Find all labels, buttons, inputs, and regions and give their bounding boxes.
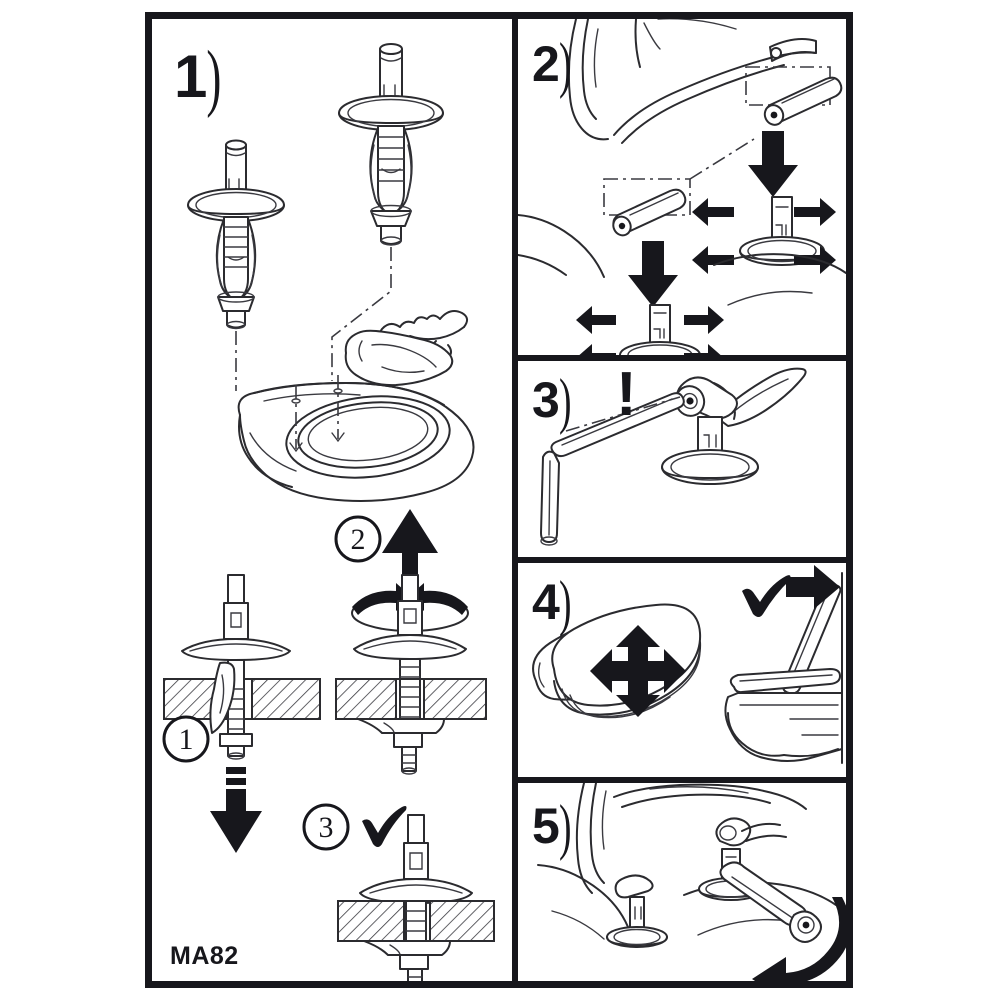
warning-exclamation-icon: ! (616, 360, 637, 429)
hinge-post-left (606, 874, 668, 948)
panel-3-illustration (540, 367, 807, 546)
toilet-side-view (724, 572, 843, 764)
svg-text:1: 1 (179, 723, 194, 756)
hand-with-cloth (344, 310, 468, 387)
anchor-bolt-right (338, 43, 444, 246)
panel-step-2: 2) (512, 19, 846, 355)
step-number-2: 2) (532, 29, 571, 99)
hole-drop-arrows (289, 375, 345, 453)
toilet-bowl-top-view (237, 382, 475, 502)
mounting-stud-left (619, 304, 701, 355)
check-icon (362, 806, 407, 847)
down-arrow-right (748, 131, 798, 197)
right-arrow-icon (786, 565, 840, 609)
step-number-4: 4) (532, 567, 571, 637)
four-way-arrows-right (692, 198, 836, 274)
panel-step-4: 4) (512, 557, 846, 777)
check-and-right-arrow (742, 565, 840, 617)
panel-4-illustration (532, 565, 843, 764)
bowl-right-edge (713, 253, 846, 274)
spanner-wrench (719, 861, 822, 943)
grub-screw-socket (686, 397, 694, 405)
anchor-bolt-left (187, 139, 285, 330)
panel-5-illustration (537, 783, 846, 981)
svg-text:3: 3 (319, 811, 334, 844)
down-arrow (210, 767, 262, 853)
substep-3-illustration: 3 (302, 803, 495, 981)
panel-2-illustration (518, 19, 846, 355)
bowl-outlines (537, 783, 837, 940)
substep-1-illustration: 1 (162, 574, 321, 853)
svg-text:2: 2 (351, 523, 366, 556)
step-number-5: 5) (532, 791, 571, 861)
instruction-sheet-frame: 1) (145, 12, 853, 988)
panel-step-5: 5) (512, 777, 846, 981)
down-arrow-left (628, 241, 678, 307)
product-code-label: MA82 (170, 942, 239, 970)
hinge-pin-left (612, 188, 687, 237)
check-icon (742, 575, 791, 617)
substep-2-illustration: 2 (334, 509, 487, 775)
four-way-adjust-icon (590, 625, 686, 717)
panel-1-illustration: 1 2 (162, 43, 495, 981)
cistern-outline (567, 19, 661, 141)
panel-step-3: 3) ! (512, 355, 846, 557)
step-number-3: 3) (532, 365, 571, 435)
curved-turn-arrow (752, 897, 846, 981)
wall-section-right (251, 678, 321, 720)
four-way-arrows-left (576, 306, 724, 355)
step-number-1: 1) (174, 35, 222, 119)
alignment-line-right (331, 247, 392, 381)
panel-step-1: 1) (152, 19, 512, 981)
hinge-pin-right (763, 76, 843, 126)
allen-key (540, 392, 685, 546)
bowl-left-edge (518, 214, 605, 278)
up-arrow (382, 509, 438, 579)
